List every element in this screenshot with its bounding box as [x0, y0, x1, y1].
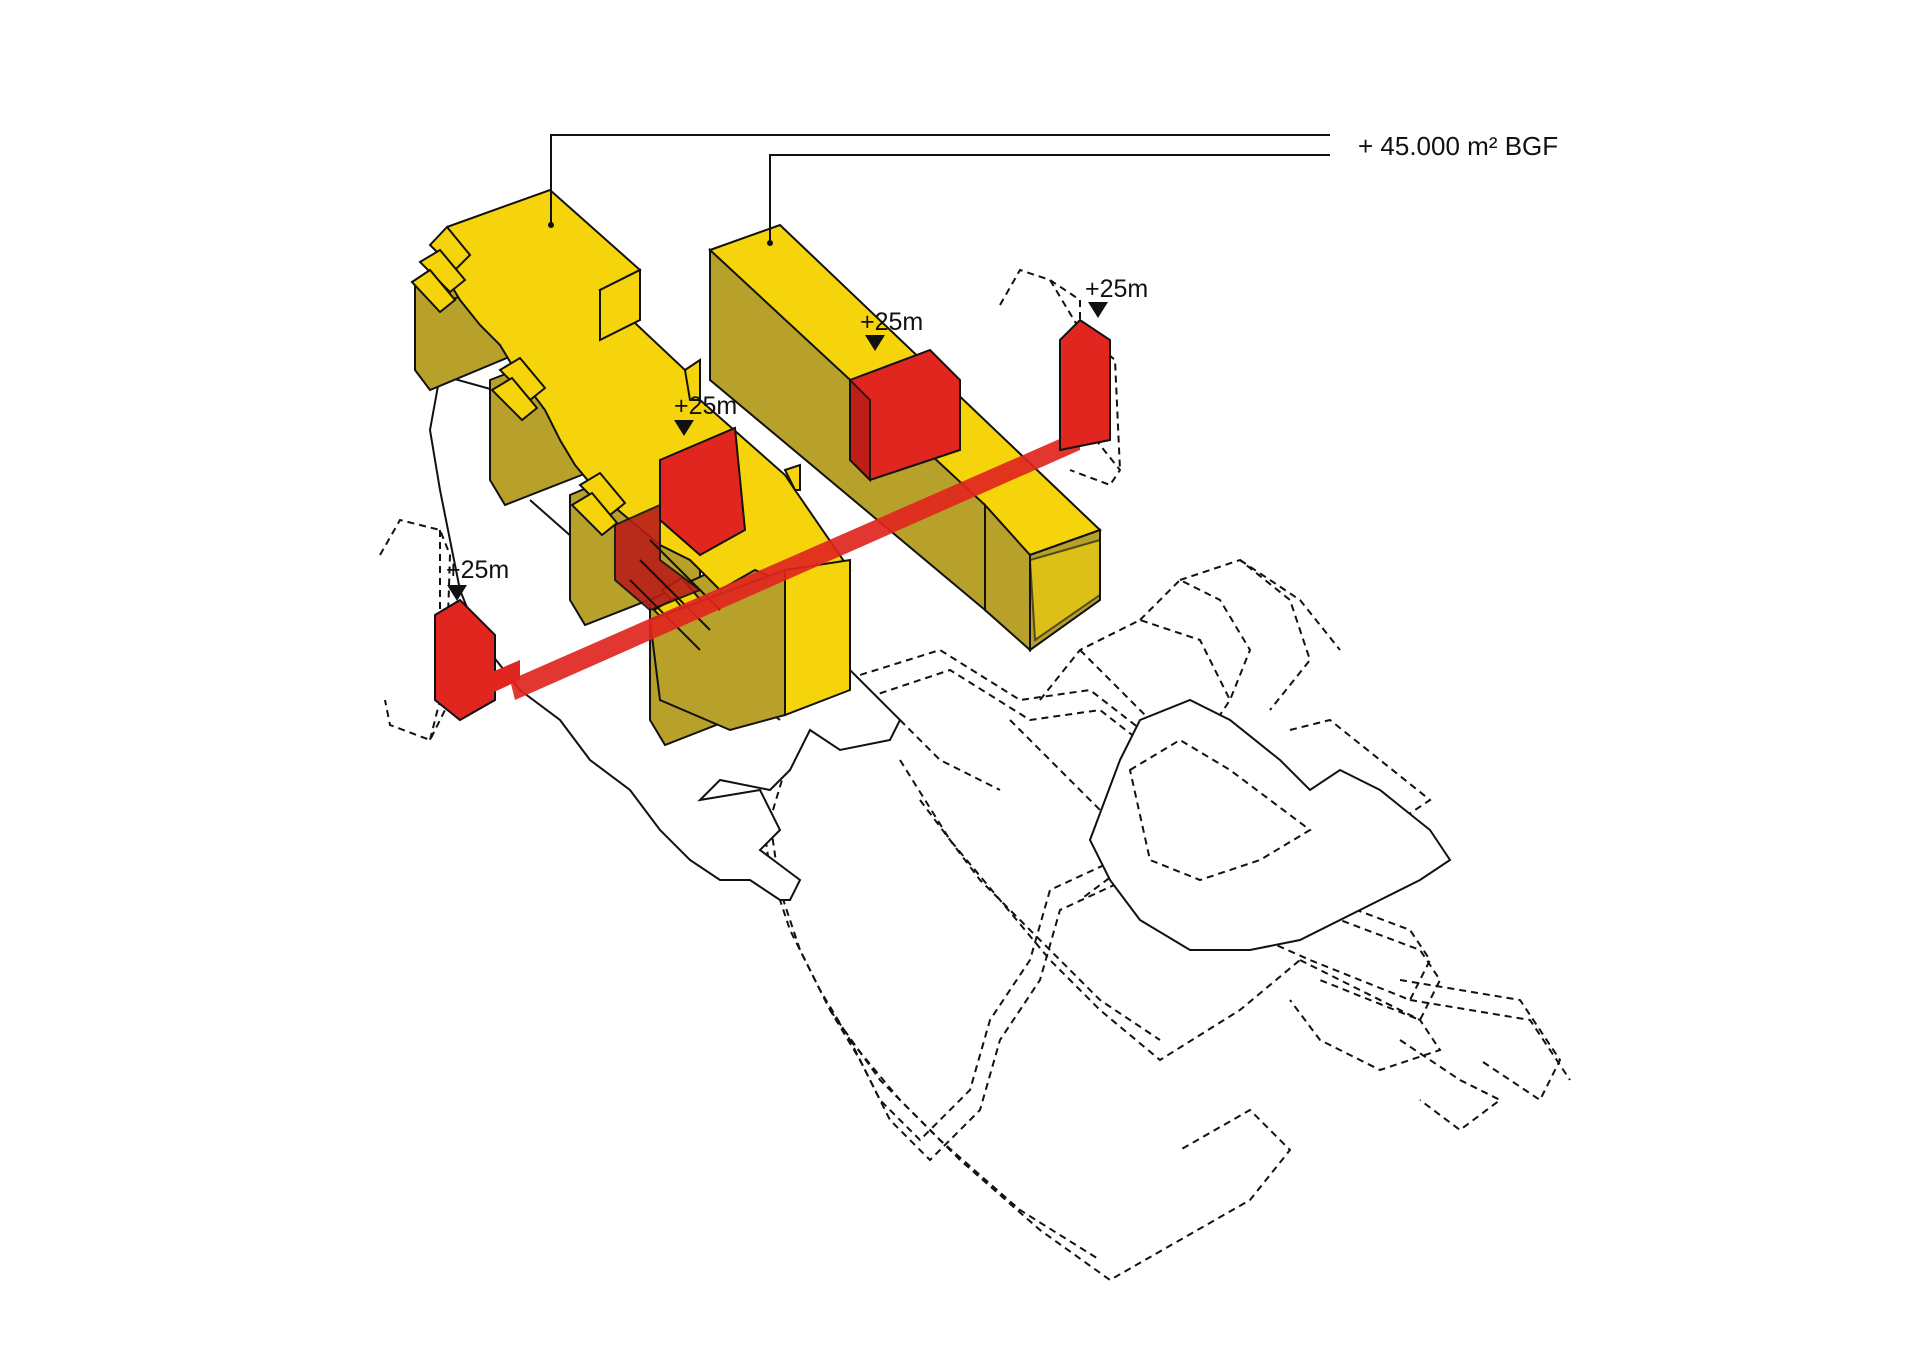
red-bridge	[510, 430, 1080, 700]
height-label-4: +25m	[446, 556, 509, 584]
leader-lines	[548, 134, 1330, 246]
height-marker-4	[447, 585, 467, 601]
neighbour-right	[999, 268, 1122, 487]
left-yellow-block	[410, 188, 852, 747]
height-marker-1	[674, 420, 694, 436]
height-marker-2	[865, 335, 885, 351]
height-label-3: +25m	[1085, 275, 1148, 303]
height-label-1: +25m	[674, 392, 737, 420]
height-marker-3	[1088, 302, 1108, 318]
area-note-label: + 45.000 m² BGF	[1358, 131, 1558, 161]
existing-roof	[1088, 698, 1452, 951]
neighbour-left	[379, 518, 520, 742]
height-label-2: +25m	[860, 308, 923, 336]
